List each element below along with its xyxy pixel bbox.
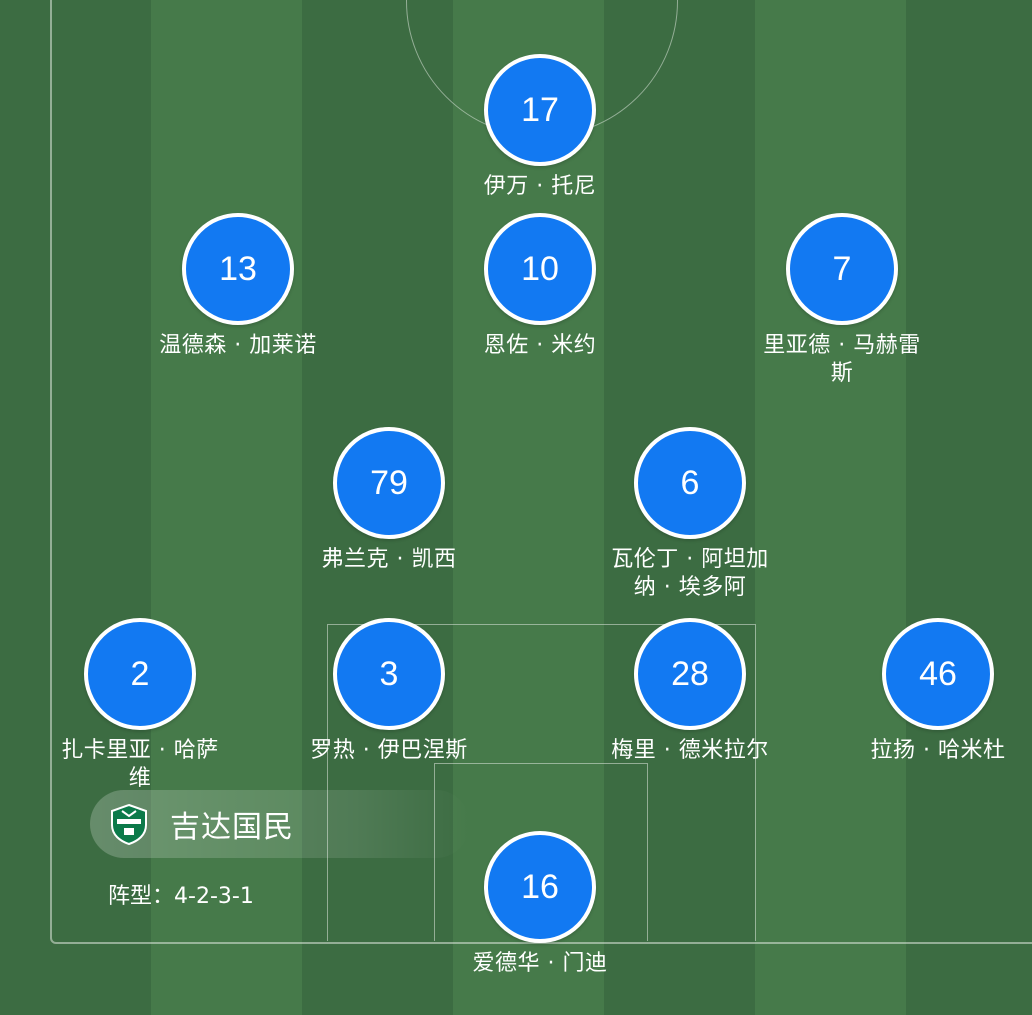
- player-number-badge: 3: [333, 618, 445, 730]
- formation-value: 4-2-3-1: [174, 884, 254, 909]
- player-card-10[interactable]: 10 恩佐 · 米约: [420, 213, 660, 360]
- player-card-2[interactable]: 2 扎卡里亚 · 哈萨维: [20, 618, 260, 793]
- team-name: 吉达国民: [170, 810, 294, 845]
- player-name: 弗兰克 · 凯西: [321, 547, 457, 572]
- player-name: 瓦伦丁 · 阿坦加纳 · 埃多阿: [611, 547, 769, 600]
- player-card-17[interactable]: 17 伊万 · 托尼: [420, 54, 660, 201]
- player-number-badge: 28: [634, 618, 746, 730]
- player-name: 伊万 · 托尼: [483, 174, 597, 199]
- player-name: 里亚德 · 马赫雷斯: [763, 333, 921, 386]
- formation-label: 阵型：: [108, 884, 175, 909]
- player-number-badge: 79: [333, 427, 445, 539]
- player-card-13[interactable]: 13 温德森 · 加莱诺: [118, 213, 358, 360]
- player-name: 梅里 · 德米拉尔: [611, 738, 769, 763]
- player-number-badge: 10: [484, 213, 596, 325]
- formation-info: 阵型：4-2-3-1: [108, 878, 254, 910]
- goal-box: [434, 763, 648, 941]
- team-crest-icon: [111, 803, 147, 845]
- player-card-7[interactable]: 7 里亚德 · 马赫雷斯: [722, 213, 962, 388]
- player-card-3[interactable]: 3 罗热 · 伊巴涅斯: [269, 618, 509, 765]
- team-badge[interactable]: 吉达国民: [90, 790, 470, 858]
- player-name: 拉扬 · 哈米杜: [870, 738, 1006, 763]
- pitch-boundary: [50, 0, 1032, 944]
- penalty-box: [327, 624, 756, 941]
- player-name: 恩佐 · 米约: [483, 333, 597, 358]
- player-card-79[interactable]: 79 弗兰克 · 凯西: [269, 427, 509, 574]
- player-number-badge: 2: [84, 618, 196, 730]
- player-number-badge: 6: [634, 427, 746, 539]
- player-name: 罗热 · 伊巴涅斯: [310, 738, 468, 763]
- player-number-badge: 7: [786, 213, 898, 325]
- player-number-badge: 13: [182, 213, 294, 325]
- player-number-badge: 17: [484, 54, 596, 166]
- player-card-46[interactable]: 46 拉扬 · 哈米杜: [818, 618, 1032, 765]
- player-name: 爱德华 · 门迪: [472, 951, 608, 976]
- player-number-badge: 16: [484, 831, 596, 943]
- player-number-badge: 46: [882, 618, 994, 730]
- player-card-6[interactable]: 6 瓦伦丁 · 阿坦加纳 · 埃多阿: [570, 427, 810, 602]
- player-name: 温德森 · 加莱诺: [159, 333, 317, 358]
- player-card-16[interactable]: 16 爱德华 · 门迪: [420, 831, 660, 978]
- player-name: 扎卡里亚 · 哈萨维: [61, 738, 219, 791]
- player-card-28[interactable]: 28 梅里 · 德米拉尔: [570, 618, 810, 765]
